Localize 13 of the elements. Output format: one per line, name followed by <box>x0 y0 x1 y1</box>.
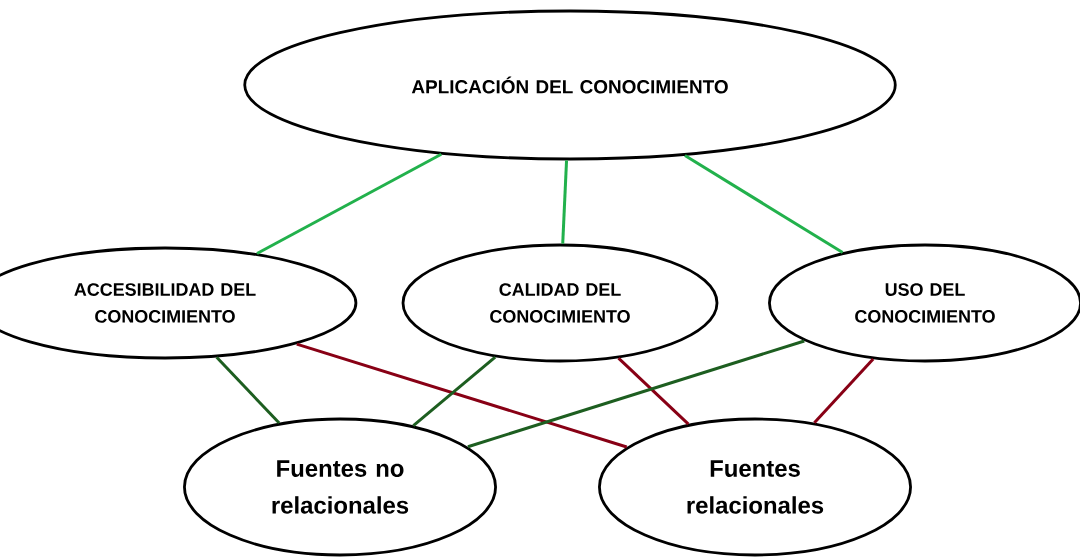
ellipse-node: Fuentes no relacionales <box>183 417 497 557</box>
connector-line <box>467 339 805 449</box>
ellipse-node: APLICACIÓN DEL CONOCIMIENTO <box>243 9 897 161</box>
connector-line <box>813 358 875 424</box>
connector-line <box>684 154 844 254</box>
connector-line <box>215 356 281 425</box>
connector-line <box>617 357 690 426</box>
ellipse-node: CALIDAD DEL CONOCIMIENTO <box>401 243 719 363</box>
connector-line <box>561 160 569 244</box>
connector-line <box>296 342 628 449</box>
connector-line <box>256 152 442 255</box>
connector-line <box>412 356 497 427</box>
ellipse-node: Fuentes relacionales <box>598 417 912 557</box>
